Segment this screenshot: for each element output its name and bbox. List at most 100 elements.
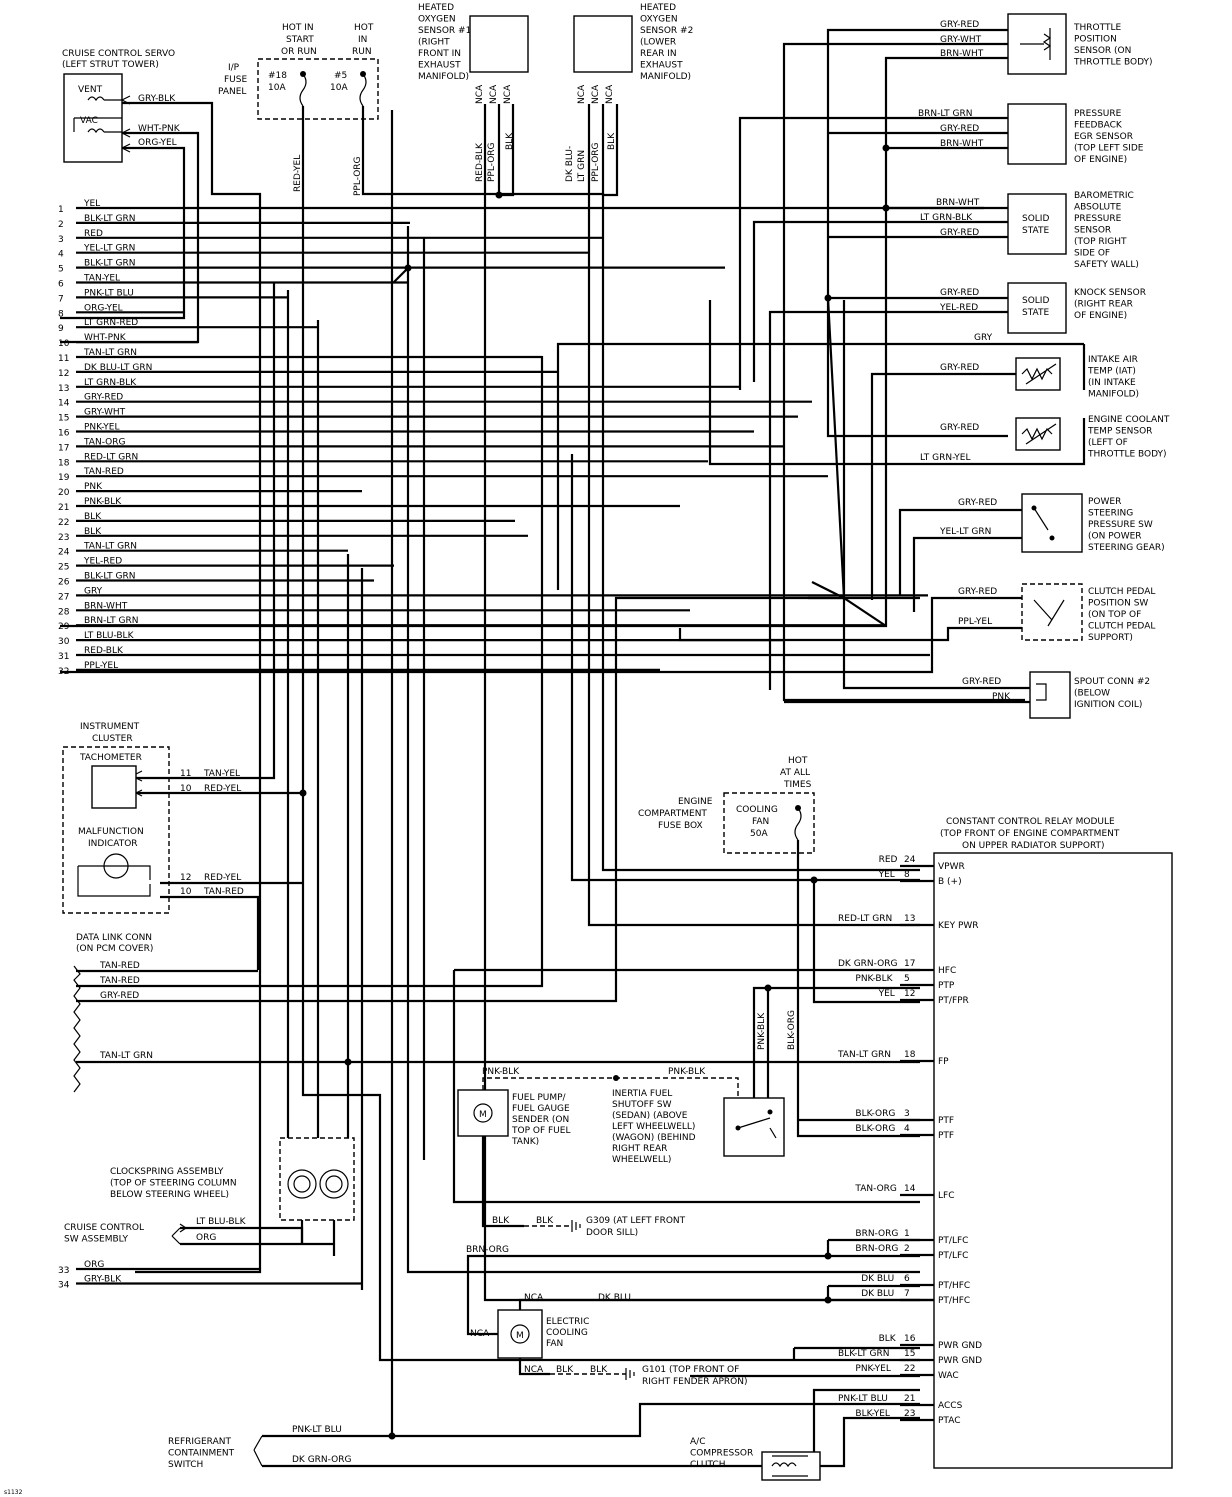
row-number: 9 bbox=[58, 324, 64, 334]
row-number: 30 bbox=[58, 637, 70, 647]
row-wire-color: BLK bbox=[84, 512, 102, 522]
svg-text:LT GRN: LT GRN bbox=[577, 150, 587, 182]
svg-text:STATE: STATE bbox=[1022, 308, 1049, 318]
row-wire-color: YEL-LT GRN bbox=[83, 244, 135, 254]
ccrm-pin-name: ACCS bbox=[938, 1401, 963, 1411]
svg-text:#18: #18 bbox=[268, 71, 287, 81]
ccrm-wire-color: BLK-ORG bbox=[855, 1124, 895, 1134]
label-line: CLUTCH PEDAL bbox=[1088, 622, 1155, 632]
switch-icon bbox=[1033, 507, 1049, 531]
svg-text:GRY-RED: GRY-RED bbox=[940, 288, 979, 298]
ip-fuse-panel: I/P FUSE PANEL HOT IN START OR RUN HOT I… bbox=[218, 23, 920, 1290]
cruise-servo-title: CRUISE CONTROL SERVO bbox=[62, 49, 175, 59]
svg-text:TAN-RED: TAN-RED bbox=[99, 976, 140, 986]
row-wire-color: GRY-RED bbox=[84, 393, 123, 403]
svg-text:INDICATOR: INDICATOR bbox=[88, 839, 138, 849]
label-line: ELECTRIC bbox=[546, 1317, 589, 1327]
row-wire-color: TAN-LT GRN bbox=[83, 348, 137, 358]
row-wire-color: BLK bbox=[84, 527, 102, 537]
label-line: MANIFOLD) bbox=[640, 72, 691, 82]
label-line: WHEELWELL) bbox=[612, 1155, 671, 1165]
row-wire-color: PNK-YEL bbox=[84, 423, 120, 433]
clockspring-coil-icon bbox=[287, 1169, 317, 1199]
ccrm-pin-name: LFC bbox=[938, 1191, 954, 1201]
svg-text:MALFUNCTION: MALFUNCTION bbox=[78, 827, 144, 837]
svg-text:PPL-YEL: PPL-YEL bbox=[958, 617, 992, 627]
label-line: (RIGHT bbox=[418, 38, 450, 48]
label-line: TEMP (IAT) bbox=[1087, 367, 1136, 377]
svg-text:PANEL: PANEL bbox=[218, 87, 246, 97]
label-line: SWITCH bbox=[168, 1460, 203, 1470]
label-line: INERTIA FUEL bbox=[612, 1089, 672, 1099]
potentiometer-icon bbox=[1020, 28, 1052, 60]
label-line: THROTTLE BODY) bbox=[1087, 450, 1167, 460]
label-line: ABSOLUTE bbox=[1074, 203, 1122, 213]
figure-id: s1132 bbox=[4, 1489, 23, 1496]
label-line: OXYGEN bbox=[418, 15, 456, 25]
label-line: TANK) bbox=[511, 1137, 539, 1147]
svg-text:CLUSTER: CLUSTER bbox=[92, 734, 133, 744]
label-line: PRESSURE bbox=[1074, 214, 1122, 224]
svg-text:10A: 10A bbox=[330, 83, 348, 93]
label-line: POWER bbox=[1088, 497, 1121, 507]
svg-text:BRN-ORG: BRN-ORG bbox=[466, 1245, 509, 1255]
ccrm-wire-color: YEL bbox=[878, 989, 895, 999]
svg-text:GRY-RED: GRY-RED bbox=[940, 124, 979, 134]
cruise-control-servo: CRUISE CONTROL SERVO (LEFT STRUT TOWER) … bbox=[60, 49, 262, 1274]
ccrm-pin-number: 24 bbox=[904, 855, 916, 865]
row-wire-color: LT BLU-BLK bbox=[84, 631, 135, 641]
svg-text:GRY-RED: GRY-RED bbox=[940, 423, 979, 433]
tachometer-icon bbox=[91, 765, 137, 809]
label-line: OF ENGINE) bbox=[1074, 311, 1127, 321]
svg-text:10A: 10A bbox=[268, 83, 286, 93]
label-line: OF ENGINE) bbox=[1074, 155, 1127, 165]
svg-text:M: M bbox=[479, 1110, 487, 1120]
svg-text:NCA: NCA bbox=[489, 84, 499, 104]
row-number: 18 bbox=[58, 458, 70, 468]
label-line: SIDE OF bbox=[1074, 249, 1110, 259]
label-line: MANIFOLD) bbox=[418, 72, 469, 82]
svg-text:DK BLU-: DK BLU- bbox=[565, 146, 575, 182]
row-number: 17 bbox=[58, 443, 69, 453]
svg-text:GRY-WHT: GRY-WHT bbox=[940, 35, 982, 45]
row-wire-color: BLK-LT GRN bbox=[84, 259, 136, 269]
label-line: EXHAUST bbox=[418, 61, 461, 71]
label-line: CRUISE CONTROL bbox=[64, 1223, 144, 1233]
label-line: SENSOR bbox=[1074, 226, 1111, 236]
svg-text:BLK: BLK bbox=[556, 1365, 574, 1375]
label-line: SAFETY WALL) bbox=[1074, 260, 1139, 270]
label-line: FUEL GAUGE bbox=[512, 1104, 570, 1114]
ccrm-wire-color: YEL bbox=[878, 870, 895, 880]
row-number: 3 bbox=[58, 235, 64, 245]
row-number: 15 bbox=[58, 414, 69, 424]
svg-text:ORG: ORG bbox=[196, 1233, 216, 1243]
clockspring-assembly: CLOCKSPRING ASSEMBLY(TOP OF STEERING COL… bbox=[110, 1080, 355, 1256]
svg-text:RED-YEL: RED-YEL bbox=[204, 873, 241, 883]
ground-icon bbox=[571, 1220, 581, 1232]
svg-text:(ON PCM COVER): (ON PCM COVER) bbox=[76, 944, 153, 954]
svg-text:GRY-RED: GRY-RED bbox=[100, 991, 139, 1001]
row-wire-color: PNK-BLK bbox=[84, 497, 122, 507]
label-line: FEEDBACK bbox=[1074, 121, 1123, 131]
svg-text:BRN-WHT: BRN-WHT bbox=[940, 139, 984, 149]
row-wire-color: BLK-LT GRN bbox=[84, 572, 136, 582]
row-wire-color: RED-BLK bbox=[84, 646, 124, 656]
svg-text:PPL-ORG: PPL-ORG bbox=[591, 142, 601, 182]
svg-text:GRY-BLK: GRY-BLK bbox=[138, 94, 176, 104]
svg-text:VENT: VENT bbox=[78, 85, 103, 95]
ccrm-wire-color: DK BLU bbox=[861, 1289, 894, 1299]
row-number: 19 bbox=[58, 473, 70, 483]
row-number: 5 bbox=[58, 265, 64, 275]
ccrm-wire-color: BLK-YEL bbox=[855, 1409, 890, 1419]
svg-text:BRN-WHT: BRN-WHT bbox=[936, 198, 980, 208]
ccrm-wire-color: PNK-BLK bbox=[855, 974, 893, 984]
label-line: (SEDAN) (ABOVE bbox=[612, 1111, 688, 1121]
label-line: FUEL PUMP/ bbox=[512, 1093, 567, 1103]
svg-text:DK BLU: DK BLU bbox=[598, 1293, 631, 1303]
svg-text:STATE: STATE bbox=[1022, 226, 1049, 236]
svg-text:PNK-LT BLU: PNK-LT BLU bbox=[292, 1425, 342, 1435]
svg-text:50A: 50A bbox=[750, 829, 768, 839]
egr-pressure-sensor: BRN-LT GRN GRY-RED BRN-WHT PRESSUREFEEDB… bbox=[738, 103, 1144, 390]
label-line: INTAKE AIR bbox=[1088, 355, 1138, 365]
